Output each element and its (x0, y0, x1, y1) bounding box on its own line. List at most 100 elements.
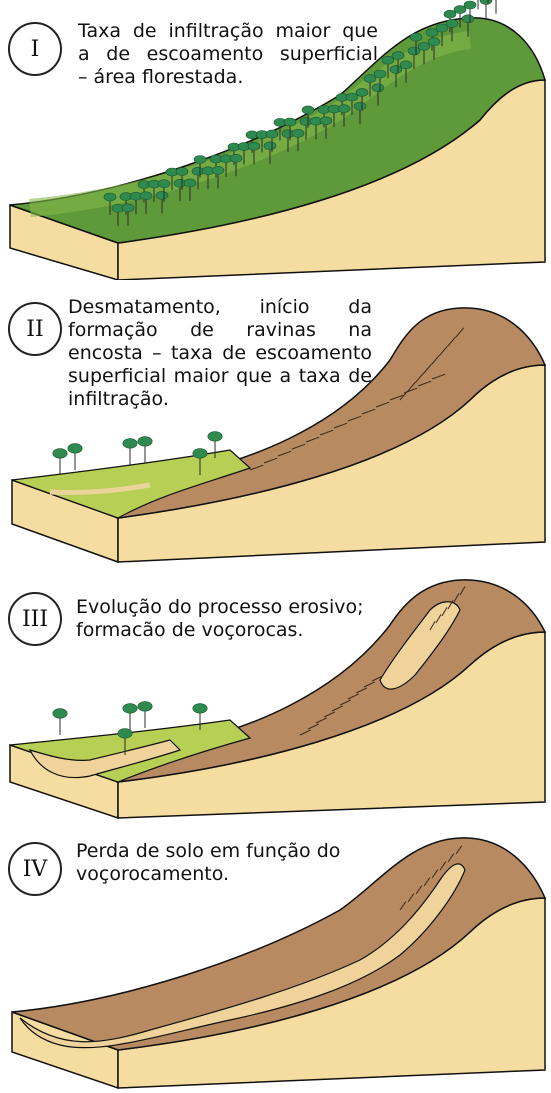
tree-icon (363, 74, 377, 97)
stage-1: I Taxa de infiltração maior que a de esc… (0, 0, 551, 280)
rill-mark (263, 457, 278, 464)
tree-icon (389, 65, 403, 88)
rill-mark (415, 885, 423, 895)
rill-mark (435, 614, 442, 624)
remnant-trees (52, 431, 223, 475)
tree-icon (193, 155, 207, 178)
caption-line: voçorocamento. (76, 863, 230, 885)
caption-line: Taxa de infiltração maior que (78, 20, 378, 42)
rill-mark (305, 436, 320, 443)
rill-mark (323, 711, 336, 718)
stage-numeral: IV (8, 842, 62, 896)
caption-line: a de escoamento superficial (78, 43, 378, 65)
tree-icon (273, 118, 287, 141)
rill-mark (249, 464, 264, 471)
rill-mark (431, 354, 441, 365)
rill-mark (431, 869, 439, 879)
tree-icon (263, 141, 277, 164)
rill-mark (447, 336, 457, 347)
rill-mark (399, 901, 407, 911)
rill-mark (375, 401, 390, 408)
rill-mark (355, 687, 368, 694)
tree-icon (345, 92, 359, 115)
tree-icon (425, 28, 439, 51)
tree-icon (283, 117, 297, 140)
tree-icon (122, 703, 138, 730)
stage-3: III Evolução do processo erosivo; formac… (0, 570, 551, 820)
stage-caption: Taxa de infiltração maior que a de escoa… (78, 20, 378, 89)
tree-icon (211, 166, 225, 189)
rill-marks (299, 586, 466, 736)
tree-icon (219, 154, 233, 177)
rill-mark (439, 345, 449, 356)
rill-mark (371, 675, 384, 682)
rill-mark (407, 893, 415, 903)
tree-icon (427, 37, 441, 60)
tree-icon (479, 0, 493, 19)
stage-caption: Evolução do processo erosivo; formacão d… (76, 596, 386, 642)
forested-slope-block (9, 0, 546, 280)
tree-icon (487, 0, 489, 5)
deforested-slope-block (11, 307, 547, 564)
rill-mark (347, 693, 360, 700)
rill-mark (459, 586, 466, 596)
rill-mark (453, 593, 460, 603)
tree-icon (175, 167, 189, 190)
tree-icon (435, 23, 449, 46)
tree-icon (291, 129, 305, 152)
rill-mark (455, 845, 463, 855)
caption-line: – área florestada. (78, 66, 244, 88)
tree-icon (355, 88, 369, 111)
tree-icon (391, 51, 405, 74)
rill-mark (339, 699, 352, 706)
rill-mark (423, 363, 433, 374)
caption-line: Evolução do processo erosivo; (76, 596, 364, 618)
gully-formation-block (9, 579, 547, 820)
tree-icon (183, 178, 197, 201)
tree-icon (155, 191, 169, 214)
tree-icon (121, 203, 135, 226)
tree-icon (309, 116, 323, 140)
rill-mark (331, 705, 344, 712)
rill-mark (431, 373, 446, 380)
rill-mark (441, 607, 448, 617)
tree-icon (281, 129, 295, 152)
soil-loss-block (11, 837, 547, 1090)
stage-caption: Desmatamento, início da formação de ravi… (68, 296, 372, 411)
rill-mark (333, 422, 348, 429)
tree-icon (407, 46, 421, 69)
tree-icon (247, 141, 261, 165)
tree-icon (201, 166, 215, 189)
tree-icon (337, 104, 351, 127)
tree-icon (463, 0, 477, 23)
rill-mark (361, 408, 376, 415)
rill-mark (447, 600, 454, 610)
rill-mark (399, 390, 409, 401)
rill-mark (439, 861, 447, 871)
stage-numeral: II (8, 302, 62, 356)
tree-icon (461, 14, 475, 37)
rill-mark (319, 429, 334, 436)
caption-line: formacão de voçorocas. (76, 619, 304, 641)
rill-mark (415, 372, 425, 383)
tree-icon (453, 5, 467, 28)
stage-2: II Desmatamento, início da formação de r… (0, 280, 551, 570)
tree-icon (409, 32, 423, 56)
tree-icon (67, 443, 83, 470)
rill-mark (291, 443, 306, 450)
tree-icon (417, 42, 431, 65)
tree-icon (229, 154, 243, 177)
rill-marks (399, 845, 463, 911)
tree-icon (52, 708, 68, 735)
tree-icon (192, 448, 208, 475)
rill-mark (307, 723, 320, 730)
stage-4: IV Perda de solo em função do voçorocame… (0, 820, 551, 1093)
tree-icon (52, 448, 68, 475)
caption-line: encosta – taxa de escoamento (68, 342, 372, 364)
tree-icon (122, 438, 138, 465)
rill-mark (429, 621, 436, 631)
caption-line: formação de ravinas na (68, 319, 372, 341)
rill-mark (447, 853, 455, 863)
tree-icon (399, 60, 413, 83)
stage-numeral: I (8, 22, 62, 76)
